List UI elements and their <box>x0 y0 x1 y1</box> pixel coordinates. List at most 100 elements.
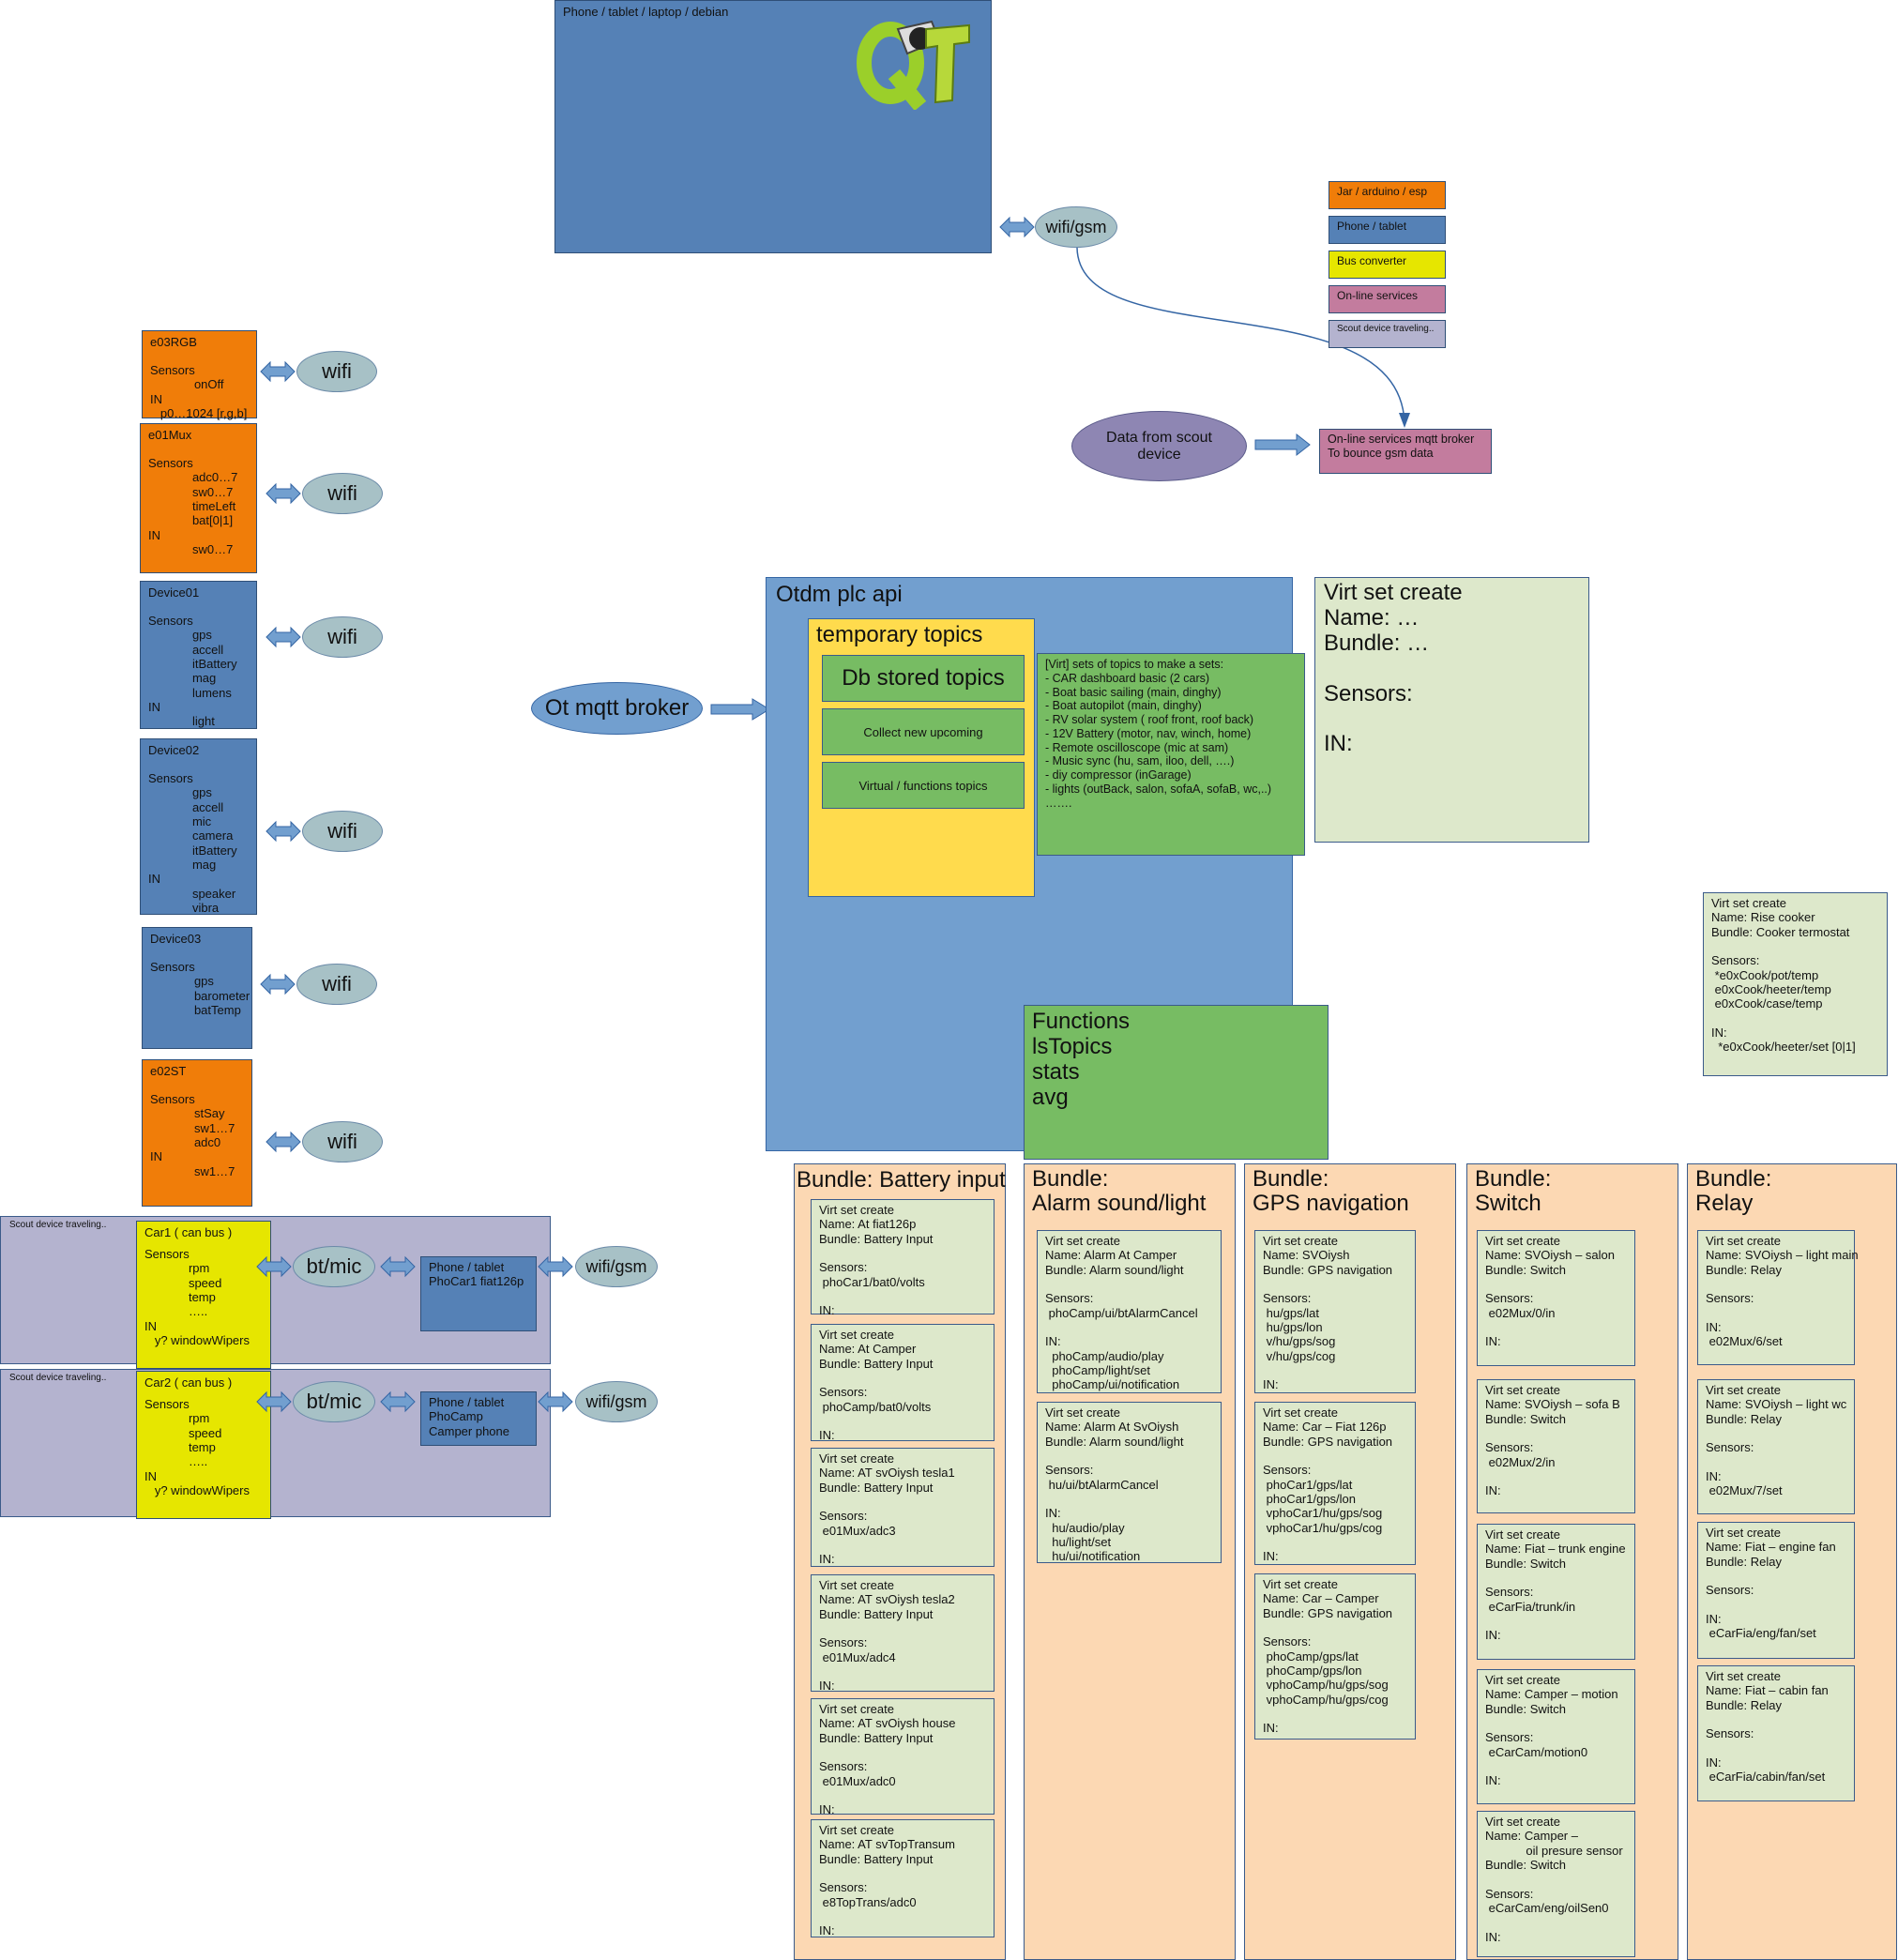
wifi-ellipse: wifi <box>302 616 383 658</box>
bundle-switch: Bundle: Switch Virt set create Name: SVO… <box>1466 1163 1678 1960</box>
device-body: Sensors gps accell mic camera itBattery … <box>148 771 237 915</box>
phone-box: Phone / tablet / laptop / debian <box>554 0 992 253</box>
wifi-arrow <box>266 1132 301 1152</box>
bundle-title: Bundle: GPS navigation <box>1253 1166 1409 1217</box>
virt-set-card: Virt set create Name: SVOiysh – light ma… <box>1697 1230 1859 1365</box>
virt-set-card: Virt set create Name: AT svOiysh tesla2 … <box>811 1574 995 1693</box>
wifi-ellipse: wifi <box>296 964 377 1005</box>
device-body: Sensors onOff IN p0…1024 [r,g,b] <box>150 363 248 420</box>
device-name: Device01 <box>148 585 200 600</box>
virt-set-card: Virt set create Name: SVOiysh – light wc… <box>1697 1379 1855 1514</box>
virtual-functions-topics: Virtual / functions topics <box>822 762 1025 809</box>
virt-set-template: Virt set create Name: … Bundle: … Sensor… <box>1314 577 1589 843</box>
bundle-title: Bundle: Alarm sound/light <box>1032 1166 1207 1217</box>
virt-set-card: Virt set create Name: AT svOiysh house B… <box>811 1698 995 1816</box>
scout-phone: Phone / tablet PhoCamp Camper phone <box>420 1391 537 1446</box>
legend: Jar / arduino / esp Phone / tablet Bus c… <box>1329 181 1446 348</box>
ot-mqtt-broker: Ot mqtt broker <box>531 682 703 735</box>
wifi-ellipse: wifi <box>296 351 377 392</box>
virt-set-card: Virt set create Name: Fiat – cabin fan B… <box>1697 1665 1855 1801</box>
device-body: Sensors stSay sw1…7 adc0 IN sw1…7 <box>150 1092 235 1178</box>
device-device01: Device01 Sensors gps accell itBattery ma… <box>140 581 257 729</box>
device-name: Device02 <box>148 743 200 757</box>
device-e03rgb: e03RGB Sensors onOff IN p0…1024 [r,g,b] <box>142 330 257 420</box>
wifi-arrow <box>266 627 301 647</box>
virt-set-card: Virt set create Name: Car – Fiat 126p Bu… <box>1254 1402 1416 1565</box>
scout-label: Scout device traveling.. <box>9 1220 107 1230</box>
bundle-relay: Bundle: Relay Virt set create Name: SVOi… <box>1687 1163 1897 1960</box>
car-title: Car1 ( can bus ) <box>144 1225 233 1239</box>
device-device03: Device03 Sensors gps barometer batTemp <box>142 927 252 1049</box>
functions-box: Functions lsTopics stats avg <box>1024 1005 1329 1160</box>
device-body: Sensors adc0…7 sw0…7 timeLeft bat[0|1] I… <box>148 456 238 556</box>
device-name: e03RGB <box>150 335 197 349</box>
scout-panel: Scout device traveling.. Car1 ( can bus … <box>0 1216 551 1369</box>
wifi-arrow <box>266 483 301 504</box>
device-name: Device03 <box>150 932 202 946</box>
virt-set-card: Virt set create Name: Fiat – engine fan … <box>1697 1522 1855 1659</box>
temporary-topics: temporary topics Db stored topics Collec… <box>808 618 1035 897</box>
wifi-gsm-ellipse: wifi/gsm <box>575 1246 658 1287</box>
virt-set-card: Virt set create Name: Camper – motion Bu… <box>1477 1669 1635 1804</box>
virt-sets-list: [Virt] sets of topics to make a sets: - … <box>1037 653 1305 856</box>
virt-set-card: Virt set create Name: Car – Camper Bundl… <box>1254 1573 1416 1740</box>
db-stored-topics: Db stored topics <box>822 655 1025 702</box>
api-title: Otdm plc api <box>776 582 903 607</box>
wifi-ellipse: wifi <box>302 473 383 514</box>
can-bus-car: Car2 ( can bus ) Sensors rpm speed temp … <box>136 1371 271 1519</box>
car-body: Sensors rpm speed temp ….. IN y? windowW… <box>144 1397 250 1497</box>
scout-phone: Phone / tablet PhoCar1 fiat126p <box>420 1256 537 1331</box>
phone-arrow <box>380 1391 416 1412</box>
wifi-gsm-top: wifi/gsm <box>1035 206 1117 248</box>
bt-mic-ellipse: bt/mic <box>293 1246 375 1287</box>
virt-set-card: Virt set create Name: SVOiysh – sofa B B… <box>1477 1379 1635 1513</box>
phone-arrow <box>380 1256 416 1277</box>
device-name: e02ST <box>150 1064 187 1078</box>
virt-set-card: Virt set create Name: Fiat – trunk engin… <box>1477 1524 1635 1660</box>
virt-set-card: Virt set create Name: SVOiysh Bundle: GP… <box>1254 1230 1416 1393</box>
scout-arrow <box>1254 433 1311 457</box>
bt-arrow <box>256 1391 292 1412</box>
temporary-topics-title: temporary topics <box>816 622 983 647</box>
car-title: Car2 ( can bus ) <box>144 1375 233 1390</box>
virt-set-card: Virt set create Name: Camper – oil presu… <box>1477 1811 1635 1957</box>
bundle-title: Bundle: Relay <box>1695 1166 1772 1217</box>
wifi-ellipse: wifi <box>302 811 383 852</box>
gsm-arrow <box>538 1256 573 1277</box>
legend-item: Bus converter <box>1329 251 1446 279</box>
wifi-ellipse: wifi <box>302 1121 383 1162</box>
device-body: Sensors gps barometer batTemp <box>150 960 251 1017</box>
mqtt-broker-online: On-line services mqtt broker To bounce g… <box>1319 429 1492 474</box>
device-device02: Device02 Sensors gps accell mic camera i… <box>140 738 257 915</box>
wifi-arrow <box>260 361 296 382</box>
otdm-plc-api: Otdm plc api temporary topics Db stored … <box>766 577 1329 1160</box>
device-body: Sensors gps accell itBattery mag lumens … <box>148 614 237 729</box>
device-name: e01Mux <box>148 428 192 442</box>
legend-item: Scout device traveling.. <box>1329 320 1446 348</box>
virt-set-rise-cooker: Virt set create Name: Rise cooker Bundle… <box>1703 892 1888 1076</box>
bt-mic-ellipse: bt/mic <box>293 1381 375 1422</box>
wifi-arrow <box>266 821 301 842</box>
collect-new-upcoming: Collect new upcoming <box>822 708 1025 755</box>
bundle-battery-input: Bundle: Battery input Virt set create Na… <box>794 1163 1006 1960</box>
bundle-title: Bundle: Battery input <box>797 1167 1006 1193</box>
bundle-gps: Bundle: GPS navigation Virt set create N… <box>1244 1163 1456 1960</box>
qt-logo-icon <box>857 20 970 110</box>
scout-data-ellipse: Data from scout device <box>1071 411 1247 481</box>
wifi-arrow <box>260 974 296 995</box>
bt-arrow <box>256 1256 292 1277</box>
legend-item: On-line services <box>1329 285 1446 313</box>
virt-set-card: Virt set create Name: At fiat126p Bundle… <box>811 1199 995 1317</box>
virt-set-card: Virt set create Name: Alarm At SvOiysh B… <box>1037 1402 1222 1563</box>
bundle-alarm: Bundle: Alarm sound/light Virt set creat… <box>1024 1163 1236 1960</box>
scout-label: Scout device traveling.. <box>9 1373 107 1383</box>
device-e01mux: e01Mux Sensors adc0…7 sw0…7 timeLeft bat… <box>140 423 257 573</box>
legend-item: Jar / arduino / esp <box>1329 181 1446 209</box>
scout-panel: Scout device traveling.. Car2 ( can bus … <box>0 1369 551 1519</box>
legend-item: Phone / tablet <box>1329 216 1446 244</box>
virt-set-card: Virt set create Name: SVOiysh – salon Bu… <box>1477 1230 1635 1366</box>
phone-box-label: Phone / tablet / laptop / debian <box>563 5 729 19</box>
wifi-gsm-ellipse: wifi/gsm <box>575 1381 658 1422</box>
car-body: Sensors rpm speed temp ….. IN y? windowW… <box>144 1247 250 1347</box>
